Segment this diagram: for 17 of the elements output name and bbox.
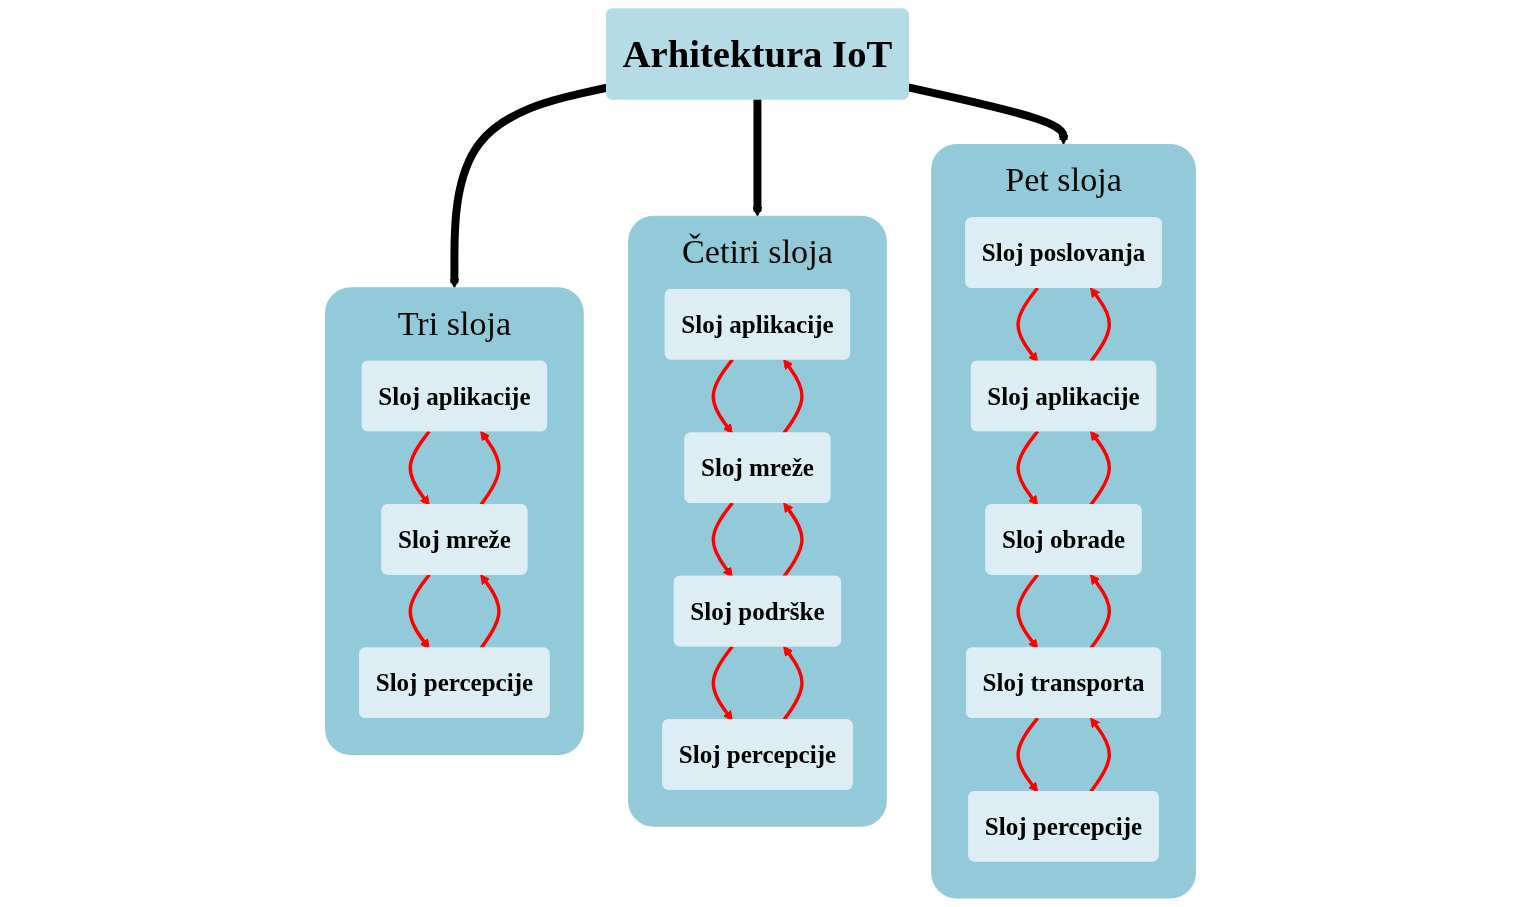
arrow — [408, 573, 431, 650]
arrow — [752, 98, 763, 217]
arrow — [782, 359, 804, 435]
arrow — [1089, 287, 1112, 363]
arrow — [408, 430, 431, 506]
arrow — [1016, 286, 1040, 363]
arrow — [711, 645, 734, 721]
arrow — [907, 83, 1069, 145]
arrow — [1016, 717, 1040, 793]
arrow — [711, 358, 734, 435]
arrow — [782, 502, 804, 578]
arrow — [1089, 574, 1112, 650]
arrow — [1016, 573, 1040, 650]
arrow — [1016, 430, 1040, 506]
arrow — [449, 83, 608, 289]
arrow — [711, 501, 734, 578]
arrow — [479, 574, 501, 650]
